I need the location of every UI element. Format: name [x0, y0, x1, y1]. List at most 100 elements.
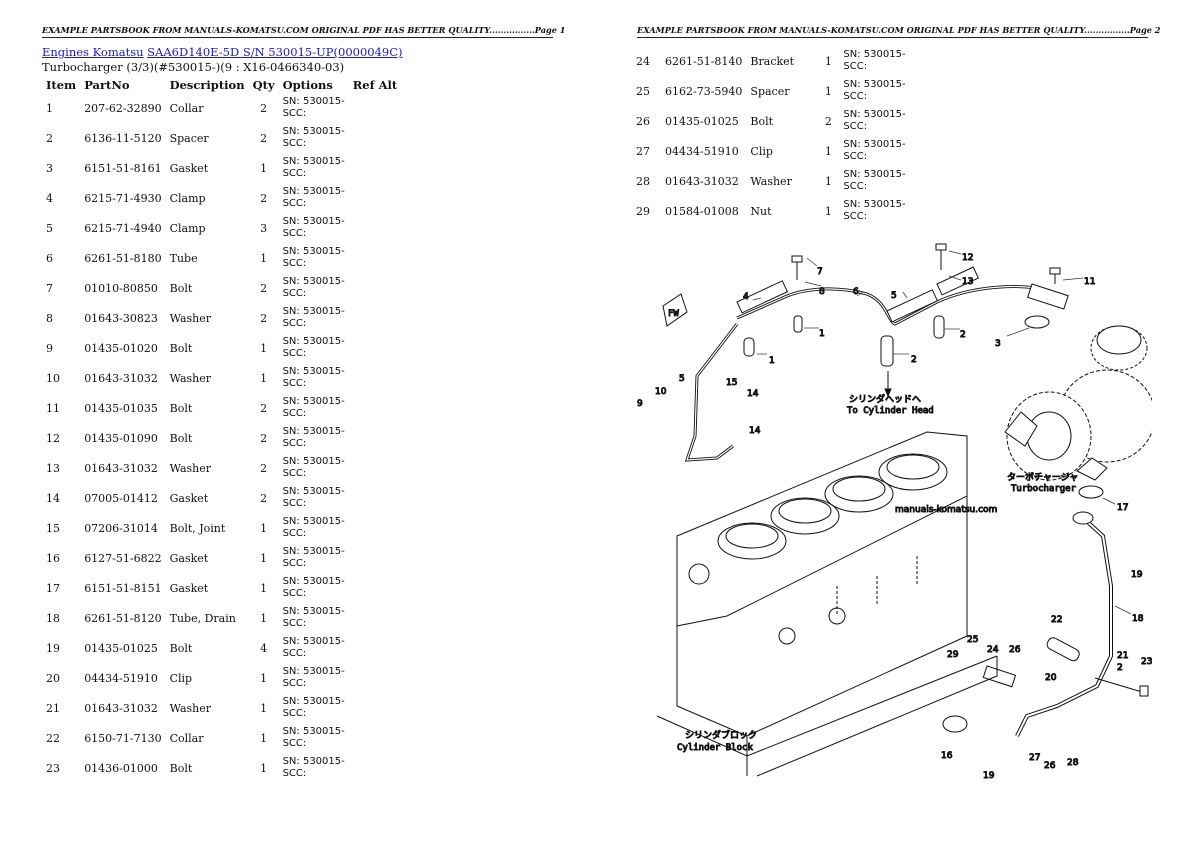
qty-cell: 1 — [260, 671, 268, 685]
description-cell: Tube, Drain — [169, 611, 236, 625]
svg-text:FW: FW — [668, 309, 679, 319]
description-cell: Spacer — [750, 84, 790, 98]
fw-arrow-icon: FW — [662, 293, 688, 327]
options-serial: SN: 530015- — [282, 156, 345, 167]
part-number-cell: 207-62-32890 — [84, 101, 162, 115]
description-cell: Bolt — [169, 281, 193, 295]
options-scc: SCC: — [282, 258, 307, 269]
description-cell: Gasket — [169, 551, 209, 565]
part-number-cell: 01436-01000 — [84, 761, 158, 775]
svg-text:ターボチャージャ: ターボチャージャ — [1007, 472, 1078, 483]
options-scc: SCC: — [282, 558, 307, 569]
options-serial: SN: 530015- — [843, 199, 906, 210]
options-serial: SN: 530015- — [282, 666, 345, 677]
turbocharger-drawing — [1004, 325, 1156, 481]
options-cell: SN: 530015-SCC: — [839, 76, 909, 106]
options-serial: SN: 530015- — [282, 696, 345, 707]
col-item: Item — [46, 77, 77, 92]
options-serial: SN: 530015- — [843, 139, 906, 150]
options-cell: SN: 530015-SCC: — [279, 423, 349, 453]
svg-text:manuals-komatsu.com: manuals-komatsu.com — [895, 505, 997, 515]
options-scc: SCC: — [282, 408, 307, 419]
ref-alt-cell — [910, 166, 918, 196]
options-serial: SN: 530015- — [282, 186, 345, 197]
ref-alt-cell — [910, 76, 918, 106]
part-number-cell: 01435-01090 — [84, 431, 158, 445]
description-cell: Bolt — [169, 431, 193, 445]
options-scc: SCC: — [282, 588, 307, 599]
description-cell: Washer — [169, 461, 212, 475]
qty-cell: 1 — [260, 371, 268, 385]
item-cell: 11 — [46, 401, 60, 415]
col-qty: Qty — [252, 77, 275, 92]
item-cell: 13 — [46, 461, 60, 475]
options-scc: SCC: — [282, 618, 307, 629]
options-cell: SN: 530015-SCC: — [279, 93, 349, 123]
options-serial: SN: 530015- — [282, 516, 345, 527]
item-cell: 18 — [46, 611, 60, 625]
part-number-cell: 01643-30823 — [84, 311, 158, 325]
qty-cell: 1 — [260, 521, 268, 535]
part-number-cell: 6150-71-7130 — [84, 731, 162, 745]
part-number-cell: 04434-51910 — [665, 144, 739, 158]
ref-alt-cell — [349, 363, 401, 393]
qty-cell: 1 — [260, 341, 268, 355]
svg-text:19: 19 — [983, 771, 995, 781]
svg-text:5: 5 — [891, 291, 897, 301]
part-number-cell: 01435-01020 — [84, 341, 158, 355]
ref-alt-cell — [349, 453, 401, 483]
options-scc: SCC: — [282, 138, 307, 149]
item-cell: 14 — [46, 491, 60, 505]
svg-text:28: 28 — [1067, 758, 1079, 768]
qty-cell: 2 — [824, 114, 832, 128]
description-cell: Clamp — [169, 221, 206, 235]
qty-cell: 2 — [260, 101, 268, 115]
svg-text:13: 13 — [962, 277, 973, 287]
part-number-cell: 07005-01412 — [84, 491, 158, 505]
svg-text:10: 10 — [655, 387, 667, 397]
description-cell: Gasket — [169, 161, 209, 175]
ref-alt-cell — [349, 633, 401, 663]
qty-cell: 1 — [824, 84, 832, 98]
options-cell: SN: 530015-SCC: — [279, 453, 349, 483]
description-cell: Washer — [169, 701, 212, 715]
svg-text:7: 7 — [817, 267, 823, 277]
options-serial: SN: 530015- — [282, 456, 345, 467]
svg-text:8: 8 — [819, 287, 825, 297]
description-cell: Bracket — [750, 54, 795, 68]
part-number-cell: 6151-51-8151 — [84, 581, 162, 595]
options-serial: SN: 530015- — [282, 576, 345, 587]
part-number-cell: 01643-31032 — [84, 701, 158, 715]
qty-cell: 1 — [824, 174, 832, 188]
qty-cell: 1 — [260, 611, 268, 625]
description-cell: Bolt — [169, 641, 193, 655]
item-cell: 12 — [46, 431, 60, 445]
svg-text:14: 14 — [747, 389, 759, 399]
description-cell: Gasket — [169, 581, 209, 595]
ref-alt-cell — [910, 136, 918, 166]
description-cell: Bolt, Joint — [169, 521, 226, 535]
description-cell: Spacer — [169, 131, 209, 145]
ref-alt-cell — [349, 513, 401, 543]
breadcrumb-link-model[interactable]: SAA6D140E-5D S/N 530015-UP(0000049C) — [147, 45, 403, 59]
options-scc: SCC: — [282, 348, 307, 359]
breadcrumb-link-engines-komatsu[interactable]: Engines Komatsu — [42, 45, 144, 59]
qty-cell: 1 — [260, 701, 268, 715]
ref-alt-cell — [349, 573, 401, 603]
svg-text:シリンダヘッドへ: シリンダヘッドへ — [849, 393, 921, 405]
col-options: Options — [282, 77, 333, 92]
options-scc: SCC: — [282, 318, 307, 329]
ref-alt-cell — [349, 483, 401, 513]
qty-cell: 2 — [260, 191, 268, 205]
svg-text:19: 19 — [1131, 570, 1143, 580]
ref-alt-cell — [349, 753, 401, 783]
options-scc: SCC: — [843, 151, 868, 162]
